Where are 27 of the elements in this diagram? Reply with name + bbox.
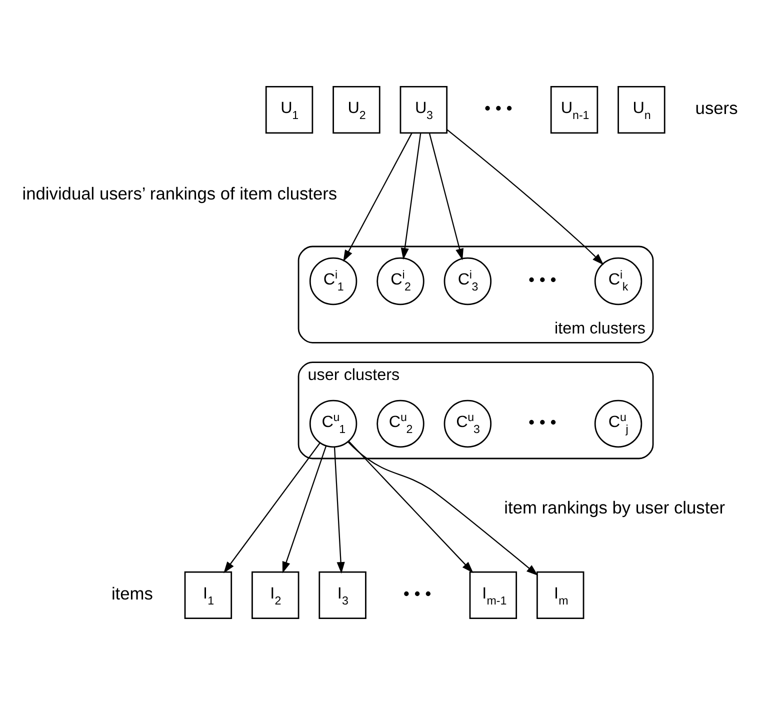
label: • • •: [484, 98, 512, 118]
label: users: [695, 98, 738, 118]
label: • • •: [403, 583, 432, 604]
label: • • •: [528, 269, 556, 290]
label: • • •: [528, 412, 556, 432]
arrow: [343, 132, 412, 262]
arrow: [334, 446, 345, 574]
label: individual users’ rankings of item clusters: [22, 184, 338, 204]
node-box: U$_{n-1}$: [550, 86, 598, 134]
arrow: [224, 442, 320, 574]
arrow: [400, 133, 422, 260]
node-box: I$_{3}$: [318, 571, 366, 620]
label: items: [111, 583, 153, 604]
arrow: [348, 440, 474, 574]
label: item rankings by user cluster: [504, 498, 726, 518]
node-box: I$_{2}$: [252, 571, 300, 620]
node-box: U$_{1}$: [265, 86, 314, 134]
node-box: I$_{m}$: [536, 571, 584, 620]
arrow: [348, 441, 538, 576]
node-box: I$_{m-1}$: [469, 571, 518, 620]
node-box: U$_{3}$: [400, 86, 448, 134]
node-box: I$_{1}$: [184, 571, 232, 620]
node-box: U$_{2}$: [332, 86, 380, 134]
arrow: [446, 129, 604, 265]
arrow: [282, 446, 327, 574]
node-box: U$_{n}$: [618, 86, 666, 134]
arrow: [428, 132, 464, 260]
